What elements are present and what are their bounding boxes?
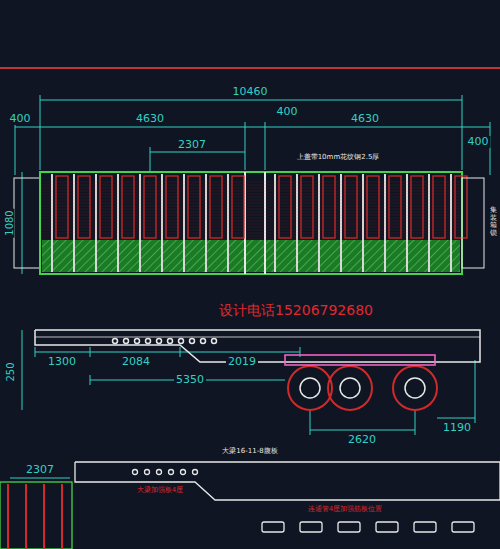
dimension-label: 2084 [120,356,152,368]
note-label: 大梁16-11-8腹板 [220,448,279,456]
dimension-label: 400 [275,106,300,118]
dimension-lines [10,95,490,478]
dimension-label: 2307 [24,464,56,476]
dimension-label: 1080 [4,208,15,237]
note-label: 设计电话15206792680 [217,303,375,318]
dimension-label: 2307 [176,139,208,151]
dimension-label: 400 [466,136,491,148]
dimension-label: 1300 [46,356,78,368]
dimension-label: 4630 [349,113,381,125]
note-label: 集装箱锁 [490,206,497,239]
dimension-label: 5350 [174,374,206,386]
dimension-label: 2620 [346,434,378,446]
dimension-label: 400 [8,113,33,125]
top-view [14,172,484,274]
dimension-label: 1190 [441,422,473,434]
dimension-label: 2019 [226,356,258,368]
note-label: 上盖带10mm花纹钢2.5厚 [295,154,382,162]
dimension-label: 4630 [134,113,166,125]
dimension-label: 10460 [231,86,270,98]
side-view [35,330,480,410]
note-label: 大梁加强板4厘 [135,487,185,495]
beam-detail [0,462,500,549]
note-label: 连通管4厘加强筋板位置 [306,506,384,514]
border-line [0,67,500,69]
dimension-label: 250 [5,360,16,383]
